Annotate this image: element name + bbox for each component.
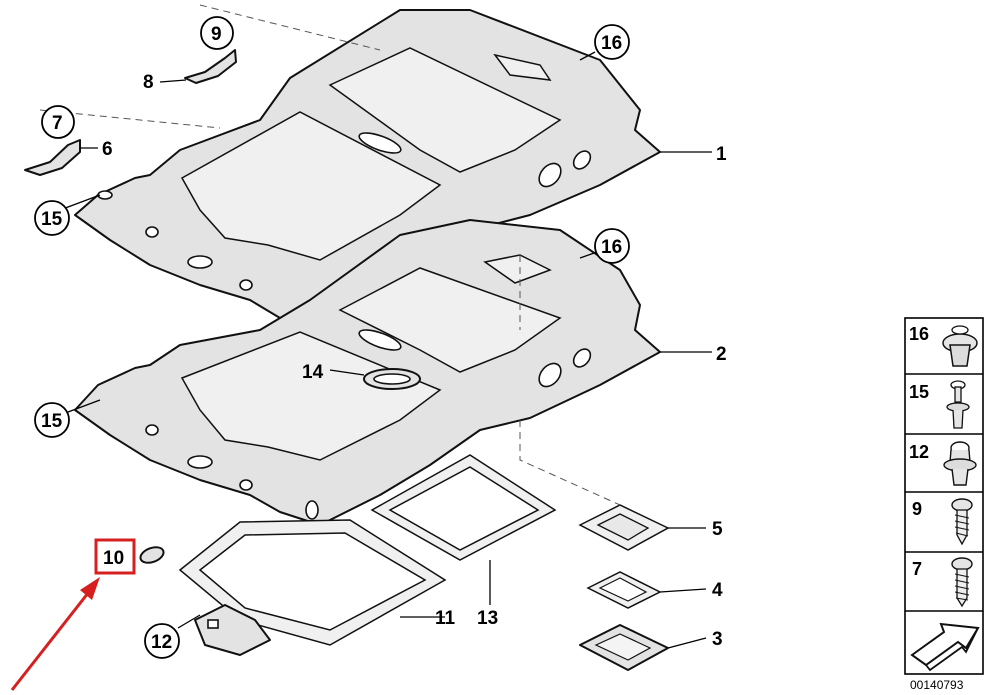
callout-labels: 1 2 3 4 5 6 7 8 9 10 11 12 13 14 15 15 1… — [34, 16, 727, 659]
callout-8: 8 — [143, 72, 154, 93]
fastener-legend: 16 15 12 9 7 — [904, 317, 984, 675]
highlight-box — [94, 538, 136, 575]
legend-label-7: 7 — [912, 559, 922, 579]
callout-13: 13 — [477, 608, 498, 629]
callout-15a: 15 — [41, 209, 63, 230]
screw-icon — [951, 498, 973, 546]
callout-14: 14 — [302, 362, 324, 383]
long-screw-icon — [951, 557, 973, 608]
callout-1: 1 — [716, 144, 727, 165]
bracket-8 — [184, 49, 237, 84]
highlight-arrow — [10, 577, 100, 691]
trim-4 — [586, 571, 662, 609]
round-clip-icon — [943, 441, 977, 486]
sunroof-frame-11 — [178, 519, 447, 646]
bubble-16b — [594, 228, 630, 264]
bubble-15b — [34, 402, 70, 438]
housing-3 — [579, 624, 669, 671]
cover-part-10 — [139, 546, 165, 564]
rivet-clip-icon — [946, 380, 970, 429]
legend-label-12: 12 — [909, 442, 929, 462]
callout-6: 6 — [102, 139, 113, 160]
bubble-16a — [594, 24, 630, 60]
callout-2: 2 — [716, 344, 727, 365]
reference-number: 00140793 — [910, 678, 964, 692]
bubble-15a — [34, 200, 70, 236]
callout-16b: 16 — [601, 237, 622, 258]
headliner-upper — [74, 9, 661, 331]
legend-label-15: 15 — [909, 382, 929, 402]
callout-7: 7 — [52, 113, 63, 134]
leader-lines — [59, 51, 712, 649]
trim-5 — [578, 504, 670, 551]
callout-4: 4 — [712, 580, 723, 601]
bubble-12 — [144, 623, 180, 659]
callout-12: 12 — [151, 632, 172, 653]
expanding-clip-icon — [942, 325, 978, 367]
bubble-7 — [41, 105, 75, 139]
direction-arrow-icon — [910, 622, 980, 672]
sunroof-frame-13 — [370, 454, 557, 561]
bracket-6 — [24, 139, 81, 176]
callout-5: 5 — [712, 519, 723, 540]
legend-label-9: 9 — [912, 499, 922, 519]
callout-16a: 16 — [601, 33, 622, 54]
callout-10: 10 — [103, 548, 124, 569]
callout-3: 3 — [712, 629, 723, 650]
callout-15b: 15 — [41, 411, 63, 432]
callout-9: 9 — [211, 24, 222, 45]
bubble-9 — [200, 16, 234, 50]
headliner-lower — [74, 219, 661, 526]
reading-light-part — [363, 368, 421, 390]
legend-label-16: 16 — [909, 324, 929, 344]
callout-11: 11 — [435, 608, 456, 629]
bracket-12 — [194, 604, 271, 656]
